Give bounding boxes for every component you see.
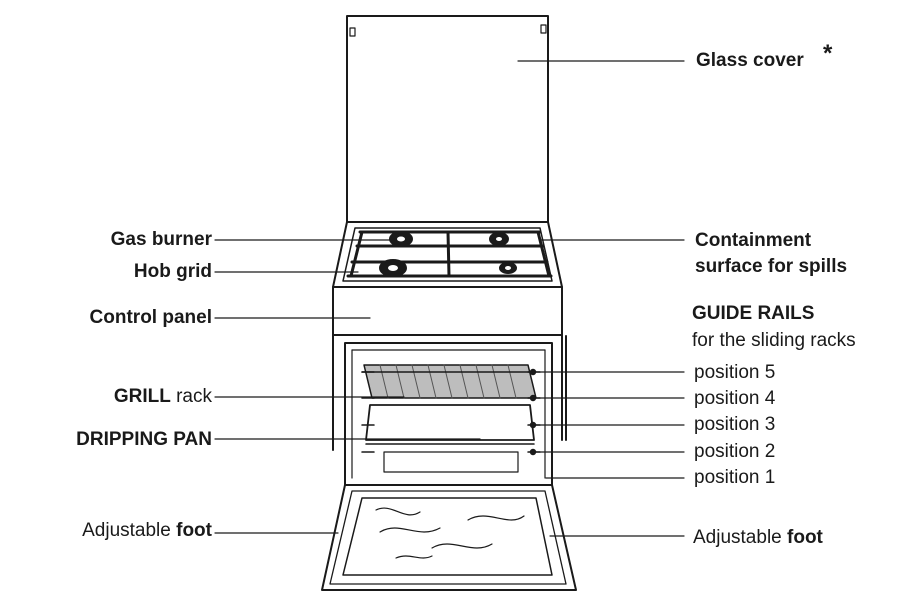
label-grill-rack-bold: GRILL <box>113 386 171 407</box>
dripping-pan <box>365 404 535 473</box>
label-containment-line1: Containment <box>695 230 812 251</box>
label-position-1: position 1 <box>694 467 776 488</box>
grill-rack <box>361 364 537 399</box>
glass-cover <box>346 15 549 223</box>
label-gas-burner: Gas burner <box>110 229 212 250</box>
label-control-panel: Control panel <box>89 307 212 328</box>
control-panel <box>332 286 563 336</box>
label-dripping-pan: DRIPPING PAN <box>76 429 212 450</box>
label-containment-line2: surface for spills <box>695 256 848 277</box>
label-position-5: position 5 <box>694 362 776 383</box>
leader-lines <box>214 60 685 537</box>
label-adjustable-foot-right: Adjustable foot <box>693 527 823 549</box>
label-adjustable-foot-left: Adjustable foot <box>12 520 212 542</box>
label-glass-cover-mark: * <box>823 40 833 67</box>
label-grill-rack-rest: rack <box>176 386 212 407</box>
label-grill-rack: GRILL rack <box>12 386 212 408</box>
oven-door <box>321 484 577 591</box>
label-guide-rails-title: GUIDE RAILS <box>692 303 815 324</box>
label-guide-rails-sub: for the sliding racks <box>692 330 856 351</box>
oven-cavity <box>361 364 541 473</box>
label-position-2: position 2 <box>694 441 776 462</box>
label-position-3: position 3 <box>694 414 776 435</box>
label-adjustable-foot-left-pre: Adjustable <box>82 520 171 541</box>
hob <box>332 221 563 288</box>
label-adjustable-foot-right-bold: foot <box>787 527 823 548</box>
label-glass-cover: Glass cover <box>696 50 804 71</box>
label-adjustable-foot-right-pre: Adjustable <box>693 527 782 548</box>
hob-grid <box>346 230 553 278</box>
label-adjustable-foot-left-bold: foot <box>176 520 212 541</box>
label-hob-grid: Hob grid <box>133 261 212 282</box>
label-position-4: position 4 <box>694 388 776 409</box>
